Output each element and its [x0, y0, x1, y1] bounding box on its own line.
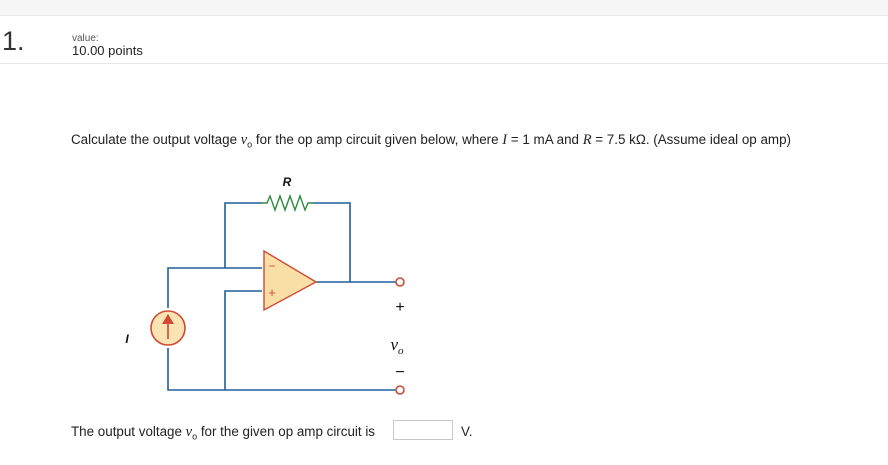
answer-prompt: The output voltage vo for the given op a…	[71, 424, 375, 442]
question-text-mid1: for the op amp circuit given below, wher…	[252, 132, 503, 147]
answer-var-subscript: o	[192, 431, 198, 442]
output-voltage-subscript: o	[398, 345, 404, 357]
output-voltage-v: v	[390, 335, 398, 354]
circuit-wires	[167, 202, 396, 391]
source-to-ground-wire	[167, 348, 396, 391]
var-r: R	[582, 132, 592, 148]
output-terminal-top	[395, 277, 405, 287]
question-text-pre: Calculate the output voltage	[71, 132, 241, 147]
op-amp-plus-sign: +	[268, 285, 276, 300]
var-i: I	[502, 132, 508, 148]
inverting-input-wire	[167, 267, 262, 308]
current-source-arrow-icon	[162, 314, 174, 339]
source-label: I	[125, 332, 129, 346]
noninverting-input-wire	[224, 290, 262, 390]
question-points: 10.00 points	[72, 43, 143, 58]
resistor-label: R	[283, 175, 292, 189]
question-text-post: = 7.5 kΩ. (Assume ideal op amp)	[591, 132, 791, 147]
feedback-wire-right	[313, 202, 351, 282]
output-terminal-bottom	[395, 385, 405, 395]
var-v: v	[240, 132, 248, 148]
resistor-zigzag	[262, 193, 313, 213]
op-amp-minus-sign: −	[268, 259, 275, 273]
output-minus-sign: −	[395, 364, 404, 381]
op-amp-triangle	[263, 249, 318, 312]
answer-input[interactable]	[393, 420, 453, 440]
answer-unit: V.	[461, 424, 473, 439]
question-text-mid2: = 1 mA and	[507, 132, 583, 147]
feedback-wire-left	[224, 202, 262, 268]
top-strip	[0, 0, 888, 16]
answer-var-v: v	[185, 424, 193, 440]
output-voltage-label: vo	[390, 335, 404, 357]
op-amp-circuit-diagram: R − + I + vo −	[125, 175, 405, 395]
answer-suffix: for the given op amp circuit is	[197, 424, 375, 439]
output-plus-sign: +	[395, 299, 404, 316]
var-v-subscript: o	[247, 139, 253, 150]
question-text: Calculate the output voltage vo for the …	[71, 132, 791, 150]
answer-prefix: The output voltage	[71, 424, 186, 439]
header-divider	[0, 63, 888, 64]
question-number: 1.	[2, 26, 25, 56]
value-label: value:	[72, 33, 99, 44]
